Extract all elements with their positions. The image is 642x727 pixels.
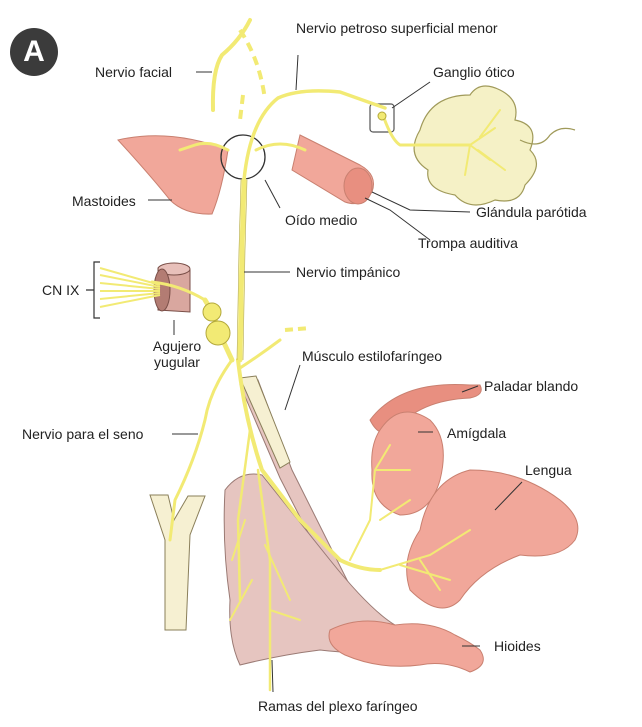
dashed-nerve-lower (285, 328, 310, 330)
otic-ganglion-node (378, 112, 386, 120)
label-ganglio-otico: Ganglio ótico (433, 64, 515, 80)
label-ramas-plexo: Ramas del plexo faríngeo (258, 698, 418, 714)
dashed-nerve (240, 30, 265, 120)
label-amigdala: Amígdala (447, 425, 506, 441)
label-nervio-petroso: Nervio petroso superficial menor (296, 20, 498, 36)
label-hioides: Hioides (494, 638, 541, 654)
label-nervio-facial: Nervio facial (95, 64, 172, 80)
middle-ear-circle (221, 135, 265, 179)
label-mastoides: Mastoides (72, 193, 136, 209)
label-oido-medio: Oído medio (285, 212, 357, 228)
cn-ix-bracket (86, 262, 100, 318)
auditory-tube-opening (344, 168, 372, 204)
label-nervio-seno: Nervio para el seno (22, 426, 143, 442)
label-nervio-timpanico: Nervio timpánico (296, 264, 400, 280)
carotid-bifurcation-shape (150, 495, 205, 630)
label-trompa-auditiva: Trompa auditiva (418, 235, 518, 251)
label-musculo-estilofaringeo: Músculo estilofaríngeo (302, 348, 442, 364)
label-glandula-parotida: Glándula parótida (476, 204, 587, 220)
panel-badge: A (10, 28, 58, 76)
cn-ix-fibers (100, 268, 160, 307)
hyoid-shape (329, 621, 483, 672)
label-lengua: Lengua (525, 462, 572, 478)
label-agujero-yugular: Agujero yugular (143, 338, 211, 370)
superior-ganglion (203, 303, 221, 321)
label-paladar-blando: Paladar blando (484, 378, 578, 394)
label-cn-ix: CN IX (42, 282, 79, 298)
